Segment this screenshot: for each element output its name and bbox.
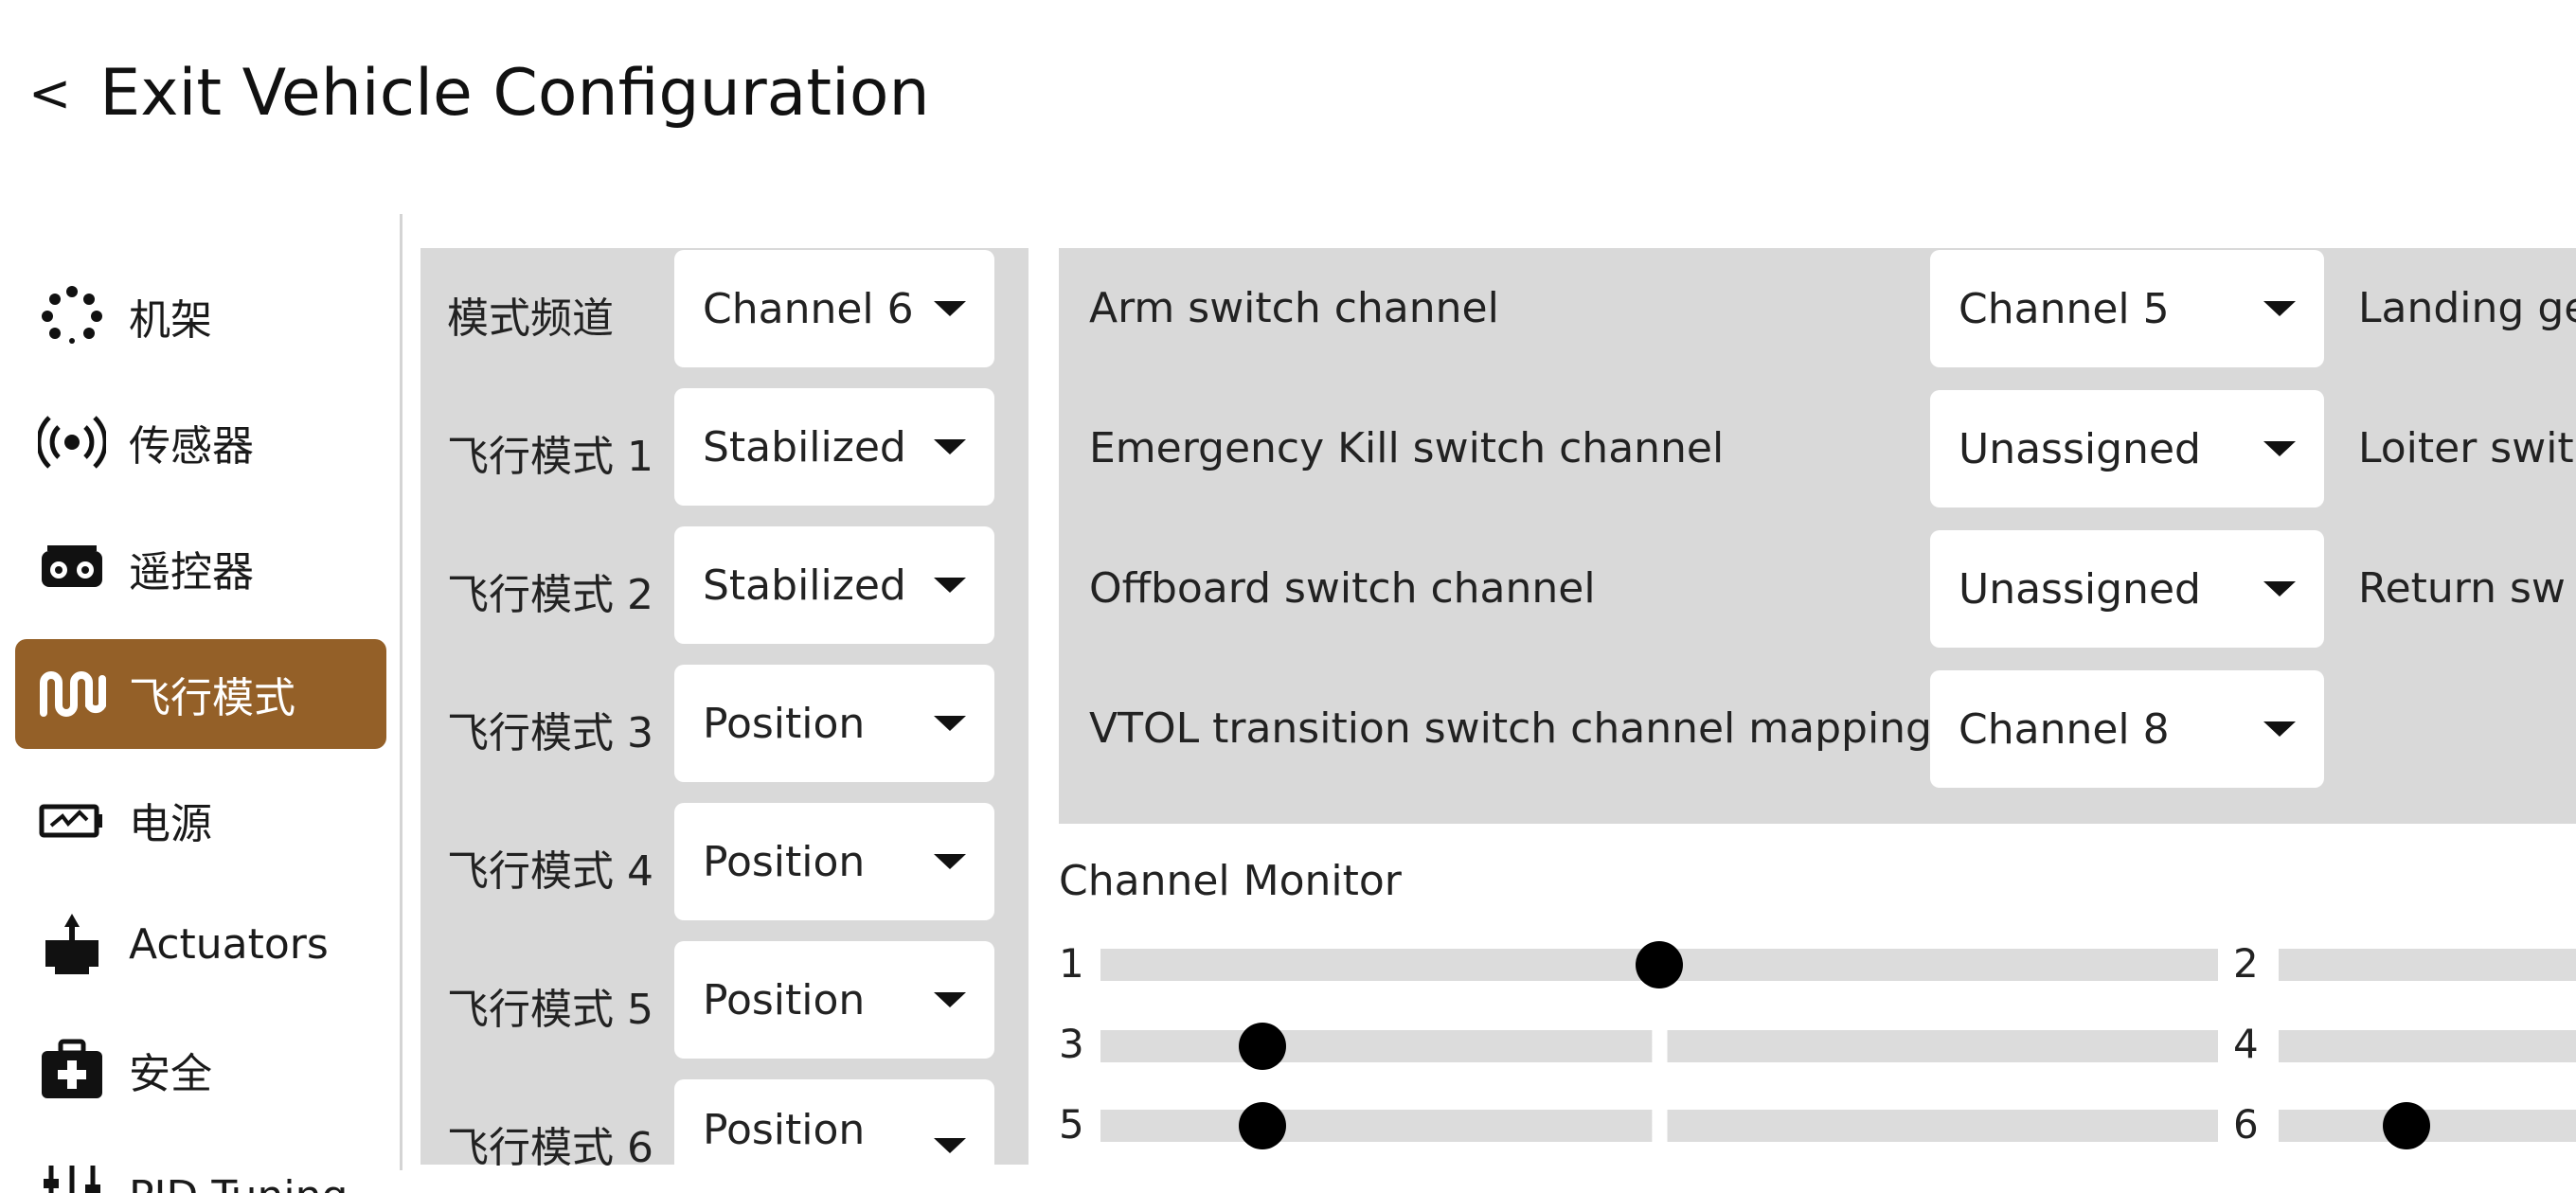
- chevron-down-icon: [934, 716, 966, 731]
- pid-tuning-icon: [38, 1162, 106, 1193]
- arm-switch-select[interactable]: Channel 5: [1930, 250, 2324, 367]
- sidebar-item-label: 电源: [129, 800, 212, 848]
- channel-monitor-title: Channel Monitor: [1059, 857, 1402, 905]
- mode-channel-label: 模式频道: [447, 294, 614, 343]
- airframe-icon: [38, 282, 106, 350]
- channel-1-number: 1: [1059, 940, 1084, 987]
- flight-mode-5-label: 飞行模式 5: [447, 986, 653, 1034]
- channel-4-number: 4: [2233, 1021, 2259, 1067]
- flight-mode-3-label: 飞行模式 3: [447, 709, 653, 757]
- flight-mode-2-select[interactable]: Stabilized: [674, 526, 994, 644]
- channel-1-indicator: [1636, 941, 1683, 988]
- sidebar-item-safety[interactable]: 安全: [15, 1015, 386, 1125]
- chevron-down-icon: [2263, 581, 2296, 596]
- channel-3-number: 3: [1059, 1021, 1084, 1067]
- sidebar-item-actuators[interactable]: Actuators: [15, 889, 386, 999]
- channel-6-number: 6: [2233, 1101, 2259, 1148]
- loiter-switch-label: Loiter swit: [2358, 424, 2574, 472]
- sensors-icon: [38, 408, 106, 476]
- vtol-switch-label: VTOL transition switch channel mapping: [1089, 704, 1932, 753]
- flight-mode-6-select[interactable]: Position: [674, 1079, 994, 1165]
- kill-switch-label: Emergency Kill switch channel: [1089, 424, 1725, 472]
- power-icon: [38, 786, 106, 854]
- flight-mode-1-label: 飞行模式 1: [447, 433, 653, 481]
- channel-2-track: [2279, 949, 2576, 981]
- sidebar-item-airframe[interactable]: 机架: [15, 261, 386, 371]
- landing-gear-switch-label: Landing ge: [2358, 284, 2576, 332]
- chevron-down-icon: [2263, 441, 2296, 456]
- chevron-down-icon: [934, 854, 966, 869]
- chevron-down-icon: [934, 1138, 966, 1153]
- flight-mode-6-label: 飞行模式 6: [447, 1124, 653, 1172]
- channel-2-number: 2: [2233, 940, 2259, 987]
- channel-6-indicator: [2383, 1102, 2431, 1149]
- offboard-switch-label: Offboard switch channel: [1089, 564, 1596, 613]
- chevron-down-icon: [2263, 721, 2296, 737]
- flight-mode-2-label: 飞行模式 2: [447, 571, 653, 619]
- exit-vehicle-configuration-button[interactable]: < Exit Vehicle Configuration: [28, 55, 930, 131]
- sidebar-item-label: 飞行模式: [129, 674, 295, 722]
- kill-switch-select[interactable]: Unassigned: [1930, 390, 2324, 507]
- sidebar-item-power[interactable]: 电源: [15, 765, 386, 875]
- sidebar: 机架 传感器 遥控器: [0, 206, 398, 1193]
- actuators-icon: [38, 910, 106, 978]
- flight-mode-3-select[interactable]: Position: [674, 665, 994, 782]
- sidebar-divider: [400, 214, 402, 1170]
- sidebar-item-label: 遥控器: [129, 548, 254, 596]
- sidebar-item-label: 传感器: [129, 422, 254, 471]
- chevron-down-icon: [934, 301, 966, 316]
- arm-switch-label: Arm switch channel: [1089, 284, 1499, 332]
- sidebar-item-label: Actuators: [129, 919, 329, 969]
- channel-5-number: 5: [1059, 1101, 1084, 1148]
- channel-4-track: [2279, 1030, 2576, 1062]
- radio-icon: [38, 534, 106, 602]
- chevron-down-icon: [934, 578, 966, 593]
- page-title: Exit Vehicle Configuration: [99, 55, 930, 131]
- channel-3-track: [1100, 1030, 2218, 1062]
- chevron-down-icon: [2263, 301, 2296, 316]
- flight-modes-icon: [38, 660, 106, 728]
- sidebar-item-label: 安全: [129, 1050, 212, 1098]
- chevron-down-icon: [934, 992, 966, 1007]
- sidebar-item-radio[interactable]: 遥控器: [15, 513, 386, 623]
- safety-icon: [38, 1036, 106, 1104]
- mode-channel-select[interactable]: Channel 6: [674, 250, 994, 367]
- channel-5-indicator: [1239, 1102, 1287, 1149]
- flight-mode-4-select[interactable]: Position: [674, 803, 994, 920]
- sidebar-item-pid-tuning[interactable]: PID Tuning: [15, 1141, 386, 1193]
- flight-mode-1-select[interactable]: Stabilized: [674, 388, 994, 506]
- chevron-down-icon: [934, 439, 966, 454]
- sidebar-item-label: 机架: [129, 296, 212, 345]
- channel-3-indicator: [1239, 1023, 1287, 1070]
- channel-5-track: [1100, 1110, 2218, 1142]
- flight-mode-5-select[interactable]: Position: [674, 941, 994, 1059]
- return-switch-label: Return sw: [2358, 564, 2566, 613]
- vtol-switch-select[interactable]: Channel 8: [1930, 670, 2324, 788]
- sidebar-item-flight-modes[interactable]: 飞行模式: [15, 639, 386, 749]
- sidebar-item-label: PID Tuning: [129, 1172, 348, 1193]
- offboard-switch-select[interactable]: Unassigned: [1930, 530, 2324, 648]
- flight-mode-4-label: 飞行模式 4: [447, 847, 653, 896]
- sidebar-item-sensors[interactable]: 传感器: [15, 387, 386, 497]
- back-chevron-icon: <: [28, 62, 72, 123]
